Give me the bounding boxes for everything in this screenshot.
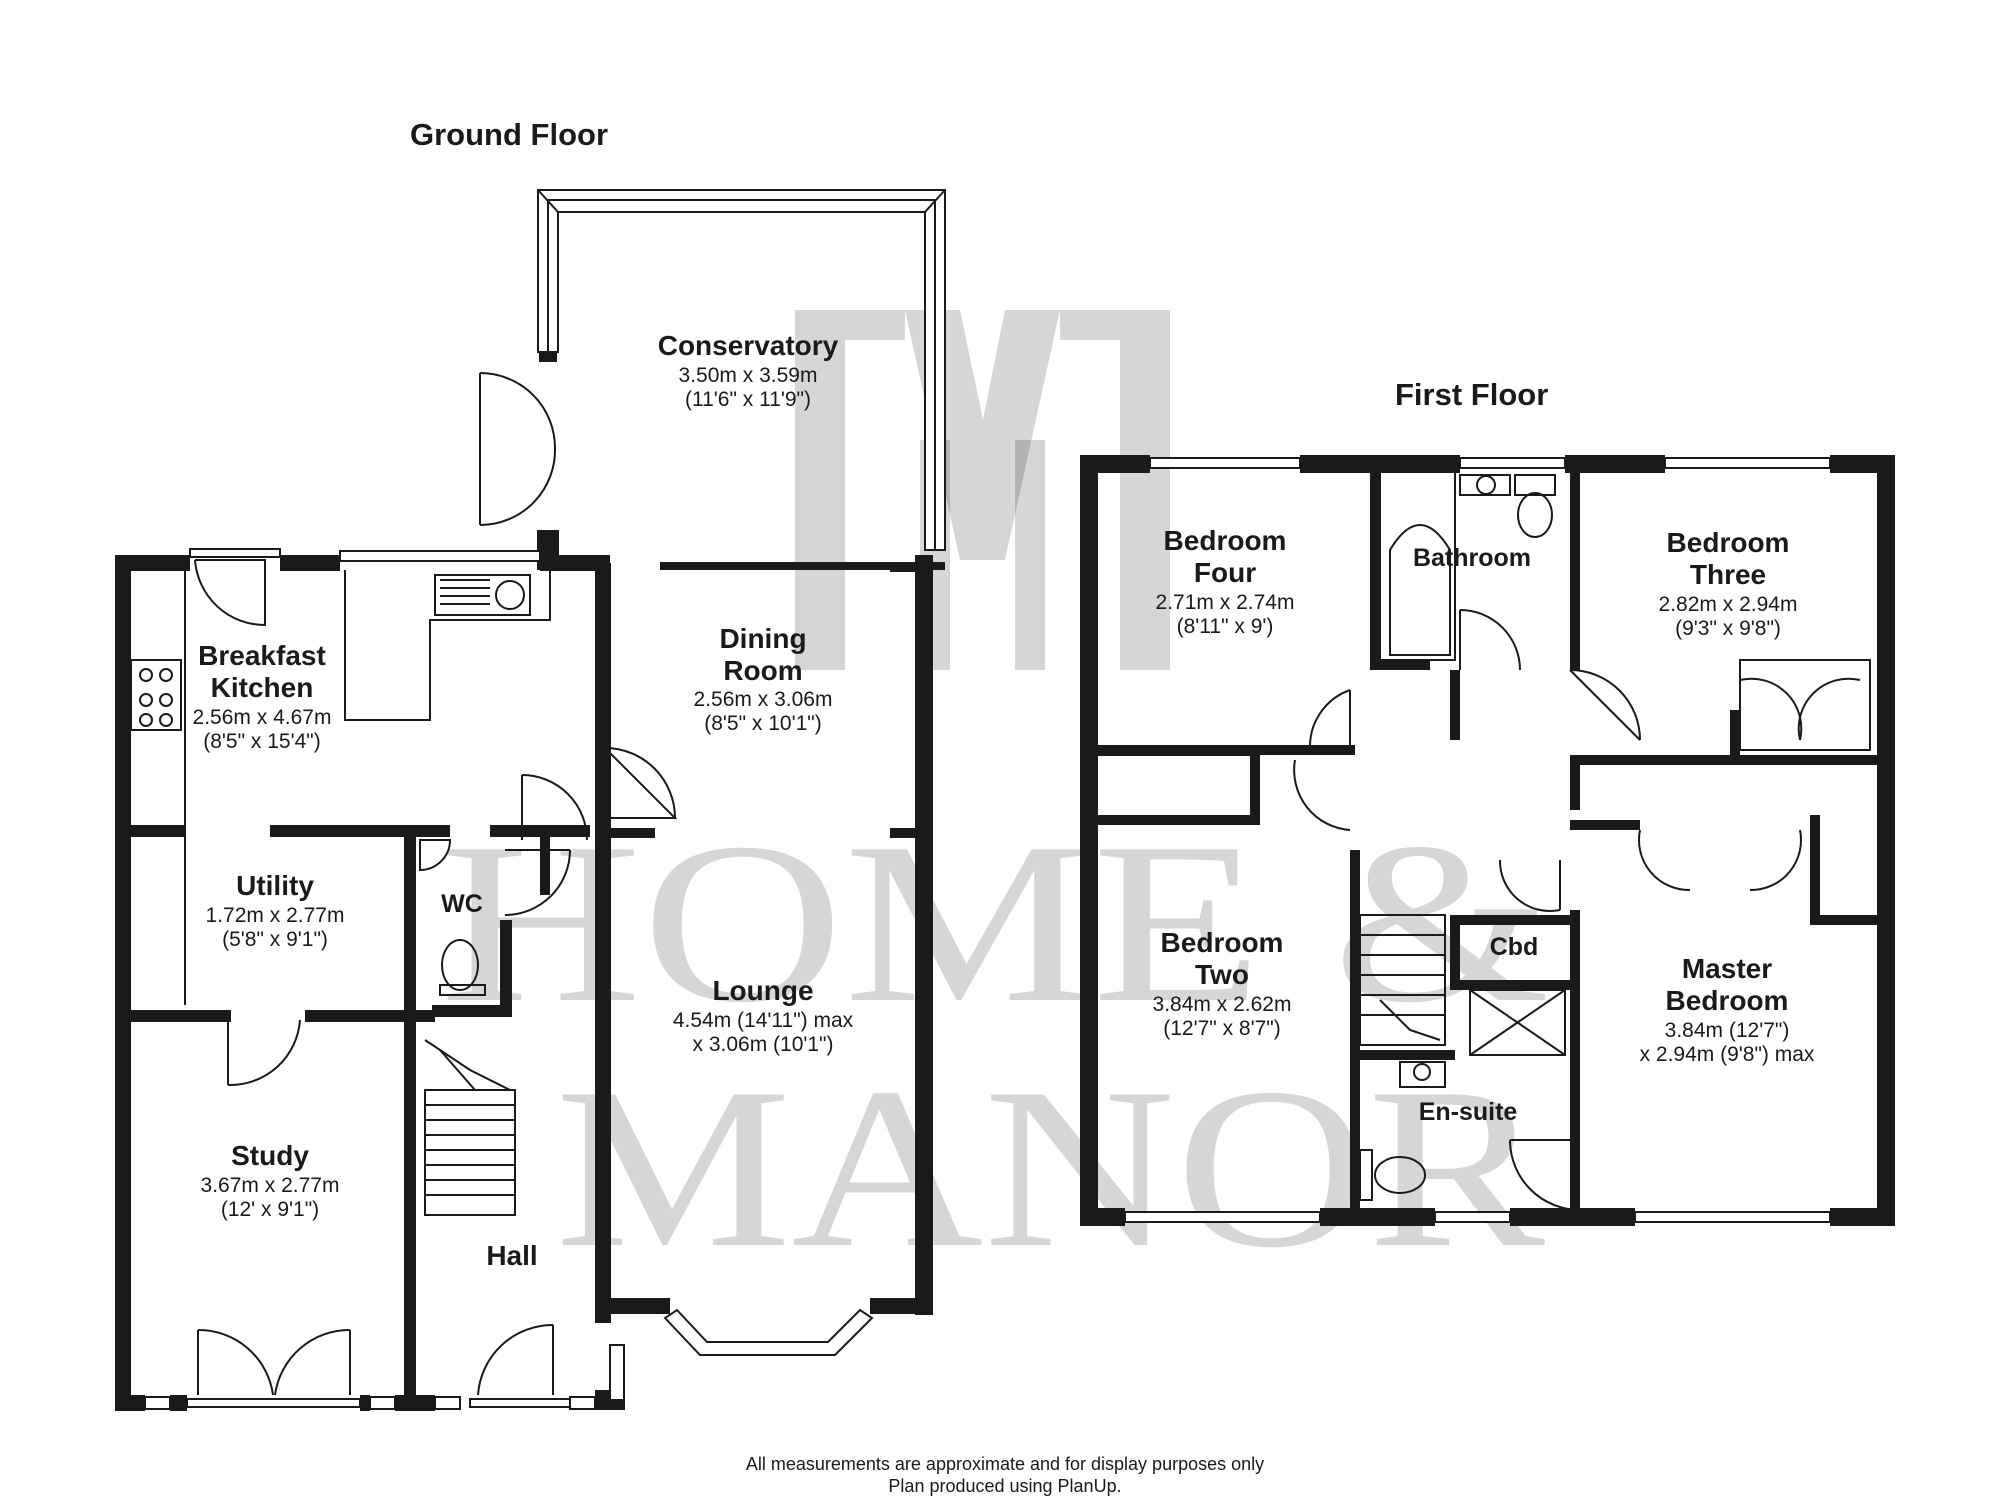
- room-conservatory: Conservatory 3.50m x 3.59m (11'6" x 11'9…: [658, 330, 839, 411]
- room-dimensions-imperial: (5'8" x 9'1"): [222, 928, 328, 951]
- kitchen-units: [130, 570, 551, 731]
- room-breakfast-kitchen: Breakfast Kitchen 2.56m x 4.67m (8'5" x …: [193, 640, 332, 753]
- room-study: Study 3.67m x 2.77m (12' x 9'1"): [201, 1140, 340, 1221]
- room-dimensions: 3.84m (12'7"): [1665, 1019, 1790, 1042]
- room-name: Bedroom: [1164, 525, 1287, 556]
- room-master-bedroom: Master Bedroom 3.84m (12'7") x 2.94m (9'…: [1640, 953, 1815, 1066]
- room-name-line2: Two: [1195, 959, 1249, 990]
- room-wc: WC: [441, 890, 483, 918]
- room-bedroom-three: Bedroom Three 2.82m x 2.94m (9'3" x 9'8"…: [1659, 527, 1798, 640]
- room-name: Lounge: [712, 975, 813, 1006]
- room-dimensions: 3.67m x 2.77m: [201, 1174, 340, 1197]
- ensuite-fittings: [1359, 989, 1566, 1201]
- room-name: WC: [441, 890, 483, 918]
- disclaimer-line1: All measurements are approximate and for…: [746, 1454, 1264, 1474]
- room-name: Cbd: [1490, 933, 1539, 961]
- room-dimensions: 2.56m x 3.06m: [694, 688, 833, 711]
- room-name: Study: [231, 1140, 309, 1171]
- bay-window: [663, 1308, 874, 1356]
- room-name: Bathroom: [1413, 544, 1531, 572]
- room-name-line2: Kitchen: [211, 672, 314, 703]
- room-dimensions-imperial: (11'6" x 11'9"): [685, 388, 811, 411]
- room-dimensions-imperial: x 3.06m (10'1"): [692, 1033, 833, 1056]
- room-dimensions-imperial: (8'5" x 10'1"): [704, 712, 821, 735]
- room-name: Utility: [236, 870, 314, 901]
- room-name: Hall: [486, 1240, 537, 1271]
- ground-floor-stairs: [424, 1039, 516, 1216]
- first-floor-doors: [1293, 609, 1641, 1211]
- bathroom-fittings: [1379, 469, 1556, 661]
- room-hall: Hall: [486, 1240, 537, 1271]
- room-dimensions-imperial: (8'5" x 15'4"): [203, 730, 320, 753]
- wardrobes: [1638, 659, 1871, 892]
- watermark-monogram: [795, 310, 1170, 670]
- room-name-line2: Room: [723, 655, 802, 686]
- room-name: Conservatory: [658, 330, 839, 361]
- room-utility: Utility 1.72m x 2.77m (5'8" x 9'1"): [206, 870, 345, 951]
- room-en-suite: En-suite: [1419, 1098, 1518, 1126]
- first-floor-stairs: [1359, 914, 1446, 1046]
- room-dimensions: 2.56m x 4.67m: [193, 706, 332, 729]
- room-lounge: Lounge 4.54m (14'11") max x 3.06m (10'1"…: [673, 975, 854, 1056]
- ground-floor-doors: [194, 559, 678, 1396]
- first-floor-plan: [1080, 455, 1895, 1226]
- ground-floor-plan: [115, 189, 946, 1411]
- room-name: Bedroom: [1161, 927, 1284, 958]
- room-dimensions-imperial: x 2.94m (9'8") max: [1640, 1043, 1815, 1066]
- conservatory-doors: [479, 372, 557, 526]
- room-dimensions: 2.71m x 2.74m: [1156, 591, 1295, 614]
- wc-fittings: [419, 839, 486, 996]
- room-name: Bedroom: [1667, 527, 1790, 558]
- ground-floor-title: Ground Floor: [410, 117, 608, 152]
- room-dimensions: 2.82m x 2.94m: [1659, 593, 1798, 616]
- room-dimensions: 4.54m (14'11") max: [673, 1009, 854, 1032]
- room-dimensions-imperial: (12'7" x 8'7"): [1163, 1017, 1280, 1040]
- room-bedroom-four: Bedroom Four 2.71m x 2.74m (8'11" x 9'): [1156, 525, 1295, 638]
- room-name-line2: Four: [1194, 557, 1256, 588]
- room-dimensions-imperial: (12' x 9'1"): [221, 1198, 319, 1221]
- room-name-line2: Three: [1690, 559, 1766, 590]
- room-dimensions: 3.50m x 3.59m: [679, 364, 818, 387]
- room-bedroom-two: Bedroom Two 3.84m x 2.62m (12'7" x 8'7"): [1153, 927, 1292, 1040]
- watermark-line2: MANOR: [555, 1040, 1546, 1295]
- room-name: En-suite: [1419, 1098, 1518, 1126]
- room-name: Dining: [719, 623, 806, 654]
- first-floor-title: First Floor: [1395, 377, 1548, 412]
- room-dimensions-imperial: (8'11" x 9'): [1177, 615, 1274, 638]
- room-bathroom: Bathroom: [1413, 544, 1531, 572]
- room-dimensions: 1.72m x 2.77m: [206, 904, 345, 927]
- room-name: Breakfast: [198, 640, 326, 671]
- room-name-line2: Bedroom: [1666, 985, 1789, 1016]
- room-dining-room: Dining Room 2.56m x 3.06m (8'5" x 10'1"): [694, 623, 833, 735]
- room-name: Master: [1682, 953, 1772, 984]
- room-cbd: Cbd: [1490, 933, 1539, 961]
- room-dimensions: 3.84m x 2.62m: [1153, 993, 1292, 1016]
- disclaimer-line2: Plan produced using PlanUp.: [888, 1476, 1121, 1496]
- room-dimensions-imperial: (9'3" x 9'8"): [1675, 617, 1781, 640]
